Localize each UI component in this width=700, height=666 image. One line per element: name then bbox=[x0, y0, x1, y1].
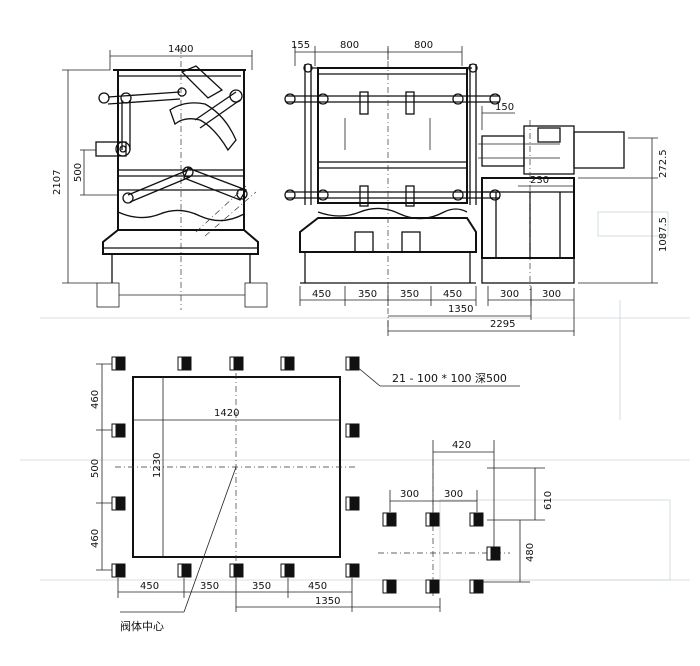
anchor-view: 420 300 300 610 480 bbox=[378, 440, 554, 598]
front-top-label-2: 800 bbox=[340, 40, 359, 51]
plan-width-label: 1420 bbox=[214, 408, 239, 419]
front-total-2295: 2295 bbox=[490, 319, 515, 330]
front-bottom-label-3: 350 bbox=[400, 289, 419, 300]
plan-anchor-holes bbox=[111, 356, 360, 578]
plan-left-label-3: 460 bbox=[90, 529, 101, 548]
plan-bottom-label-3: 350 bbox=[252, 581, 271, 592]
plan-left-label-1: 460 bbox=[90, 390, 101, 409]
drive-gap-label: 230 bbox=[530, 175, 549, 186]
plan-center-label: 阀体中心 bbox=[120, 619, 164, 633]
drive-bottom-label-2: 300 bbox=[542, 289, 561, 300]
side-sub-height-label: 500 bbox=[73, 163, 84, 182]
anchor-right-label-1: 610 bbox=[543, 491, 554, 510]
anchor-holes bbox=[382, 512, 501, 594]
anchor-right-label-2: 480 bbox=[525, 543, 536, 562]
front-total-1350: 1350 bbox=[448, 304, 473, 315]
drive-bottom-label-1: 300 bbox=[500, 289, 519, 300]
plan-total-label: 1350 bbox=[315, 596, 340, 607]
plan-left-label-2: 500 bbox=[90, 459, 101, 478]
side-width-label: 1400 bbox=[168, 44, 193, 55]
drive-height-label: 1087.5 bbox=[658, 217, 669, 252]
front-bottom-label-2: 350 bbox=[358, 289, 377, 300]
front-top-label-3: 800 bbox=[414, 40, 433, 51]
plan-bottom-label-4: 450 bbox=[308, 581, 327, 592]
drive-view: 150 230 272.5 1087.5 300 300 bbox=[478, 102, 669, 306]
front-bottom-label-4: 450 bbox=[443, 289, 462, 300]
plan-height-label: 1230 bbox=[152, 453, 163, 478]
drive-small-height-label: 272.5 bbox=[658, 149, 669, 178]
front-bottom-label-1: 450 bbox=[312, 289, 331, 300]
plan-bottom-label-2: 350 bbox=[200, 581, 219, 592]
anchor-top-label: 420 bbox=[452, 440, 471, 451]
plan-bottom-label-1: 450 bbox=[140, 581, 159, 592]
anchor-spacing-label-1: 300 bbox=[400, 489, 419, 500]
side-height-label: 2107 bbox=[52, 170, 63, 195]
side-view: 1400 2107 500 bbox=[52, 44, 268, 310]
front-view: 155 800 800 450 350 350 450 1350 2295 bbox=[284, 40, 575, 336]
plan-view: 1420 1230 460 500 460 450 350 350 450 13… bbox=[90, 356, 520, 633]
plan-hole-spec: 21 - 100 * 100 深500 bbox=[392, 372, 507, 385]
anchor-spacing-label-2: 300 bbox=[444, 489, 463, 500]
drive-offset-label: 150 bbox=[495, 102, 514, 113]
front-top-label-1: 155 bbox=[291, 40, 310, 51]
background-ghost-lines bbox=[20, 211, 690, 581]
